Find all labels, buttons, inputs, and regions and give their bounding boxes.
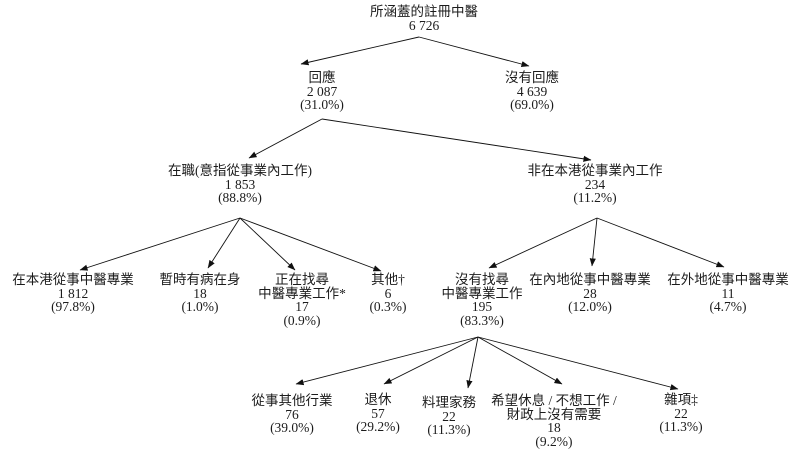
node-value: 22	[442, 408, 456, 424]
node-label: 在內地從事中醫專業	[529, 272, 651, 287]
node-label: 在本港從事中醫專業	[12, 272, 134, 287]
node-other-industry: 從事其他行業 76 (39.0%)	[252, 394, 333, 435]
node-wish-to-rest: 希望休息 / 不想工作 / 財政上沒有需要 18 (9.2%)	[491, 394, 617, 448]
node-pct: (11.2%)	[573, 190, 617, 205]
arrow-root-to-responded	[300, 36, 420, 66]
node-retired: 退休 57 (29.2%)	[356, 393, 400, 434]
node-pct: (11.3%)	[427, 422, 471, 437]
node-label: 從事其他行業	[251, 393, 333, 408]
node-value: 1 812	[57, 285, 89, 301]
arrow-working-to-others	[239, 217, 382, 272]
node-value: 11	[721, 285, 735, 301]
node-label: 雜項‡	[664, 392, 698, 407]
arrow-responded-to-not-working-hk	[321, 118, 592, 162]
node-pct: (29.2%)	[356, 419, 400, 434]
arrow-not-seeking-to-rest	[477, 336, 563, 385]
node-pct: (1.0%)	[181, 299, 219, 314]
arrow-not-seeking-to-retired	[383, 336, 479, 385]
node-pct: (11.3%)	[659, 419, 703, 434]
node-pct: (0.3%)	[369, 299, 407, 314]
node-pct: (31.0%)	[300, 97, 344, 112]
node-not-working-in-profession-hk: 非在本港從事業內工作 234 (11.2%)	[528, 164, 663, 205]
node-pct: (12.0%)	[568, 299, 612, 314]
node-label: 暫時有病在身	[159, 272, 241, 287]
node-label-line1: 正在找尋	[275, 272, 329, 287]
arrow-not-seeking-to-misc	[477, 336, 679, 391]
node-working-in-profession: 在職(意指從事業內工作) 1 853 (88.8%)	[168, 164, 312, 205]
node-label: 退休	[364, 392, 392, 407]
node-value: 17	[295, 299, 309, 314]
node-practising-cm-overseas: 在外地從事中醫專業 11 (4.7%)	[667, 273, 789, 314]
node-no-response: 沒有回應 4 639 (69.0%)	[505, 71, 559, 112]
node-label-line2: 中醫專業工作*	[258, 285, 346, 301]
node-value: 28	[583, 285, 597, 301]
arrow-working-to-practising-hk	[79, 217, 241, 271]
node-covered-registered-cmp: 所涵蓋的註冊中醫 6 726	[370, 5, 478, 32]
arrow-not-working-hk-to-not-seeking	[488, 217, 598, 269]
node-practising-cm-in-hk: 在本港從事中醫專業 1 812 (97.8%)	[12, 273, 134, 314]
arrow-not-seeking-to-other-industry	[295, 336, 479, 386]
node-label: 所涵蓋的註冊中醫	[370, 4, 478, 19]
node-label-line1: 沒有找尋	[455, 272, 509, 287]
node-value: 22	[674, 405, 688, 421]
node-label: 料理家務	[422, 395, 476, 410]
node-value: 6 726	[408, 17, 440, 33]
arrow-working-to-seeking	[239, 217, 296, 271]
node-housework: 料理家務 22 (11.3%)	[422, 396, 476, 437]
node-value: 234	[584, 176, 606, 192]
node-pct: (4.7%)	[709, 299, 747, 314]
arrow-responded-to-working	[248, 118, 323, 159]
node-pct: (69.0%)	[510, 97, 554, 112]
arrow-not-working-hk-to-overseas	[596, 217, 725, 268]
node-value: 1 853	[224, 176, 256, 192]
node-label: 在職(意指從事業內工作)	[168, 163, 312, 178]
node-label: 回應	[308, 70, 336, 85]
node-pct: (83.3%)	[460, 312, 504, 328]
node-others: 其他† 6 (0.3%)	[369, 273, 406, 314]
node-value: 4 639	[516, 83, 548, 99]
node-label-line2: 財政上沒有需要	[506, 406, 602, 422]
node-value: 6	[384, 285, 392, 301]
node-pct: (97.8%)	[51, 299, 95, 314]
node-pct: (9.2%)	[535, 433, 573, 449]
node-pct: (39.0%)	[270, 420, 314, 435]
node-value: 76	[285, 406, 299, 422]
arrow-root-to-no-response	[418, 36, 530, 68]
node-value: 2 087	[306, 83, 338, 99]
node-label-line1: 希望休息 / 不想工作 /	[491, 393, 617, 408]
arrow-not-working-hk-to-mainland	[589, 217, 598, 267]
arrow-not-seeking-to-housework	[466, 336, 479, 389]
node-label: 其他†	[371, 272, 405, 287]
node-value: 18	[547, 420, 561, 435]
node-miscellaneous: 雜項‡ 22 (11.3%)	[659, 393, 702, 434]
node-not-seeking-cm-work: 沒有找尋 中醫專業工作 195 (83.3%)	[442, 273, 523, 327]
node-label-line2: 中醫專業工作	[441, 285, 523, 301]
node-practising-cm-mainland: 在內地從事中醫專業 28 (12.0%)	[529, 273, 651, 314]
node-value: 195	[471, 299, 493, 314]
node-label: 沒有回應	[505, 70, 559, 85]
node-pct: (88.8%)	[218, 190, 262, 205]
arrow-working-to-sick	[207, 217, 241, 269]
node-label: 非在本港從事業內工作	[527, 163, 663, 178]
node-temporarily-sick: 暫時有病在身 18 (1.0%)	[160, 273, 241, 314]
node-seeking-cm-work: 正在找尋 中醫專業工作* 17 (0.9%)	[258, 273, 346, 327]
node-value: 18	[193, 285, 207, 301]
node-pct: (0.9%)	[283, 312, 321, 328]
node-responded: 回應 2 087 (31.0%)	[300, 71, 344, 112]
node-value: 57	[371, 405, 385, 421]
node-label: 在外地從事中醫專業	[667, 272, 789, 287]
